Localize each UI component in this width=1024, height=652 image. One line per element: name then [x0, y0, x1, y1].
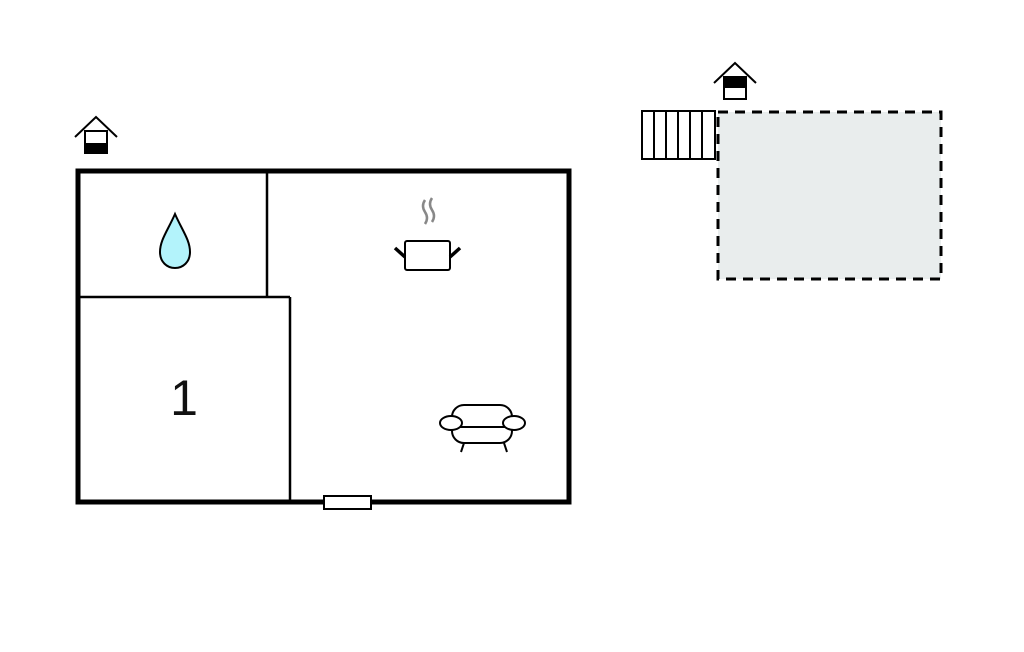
terrace — [716, 110, 943, 281]
entrance-icon — [74, 115, 118, 154]
stairs — [641, 110, 716, 160]
room-label-bedroom: 1 — [170, 370, 198, 426]
cooking-pot-icon — [393, 197, 462, 271]
sofa-icon — [439, 404, 526, 453]
water-drop-icon — [158, 211, 192, 270]
entrance-icon — [713, 61, 757, 100]
house-outer-wall — [75, 168, 572, 505]
window — [323, 495, 372, 510]
